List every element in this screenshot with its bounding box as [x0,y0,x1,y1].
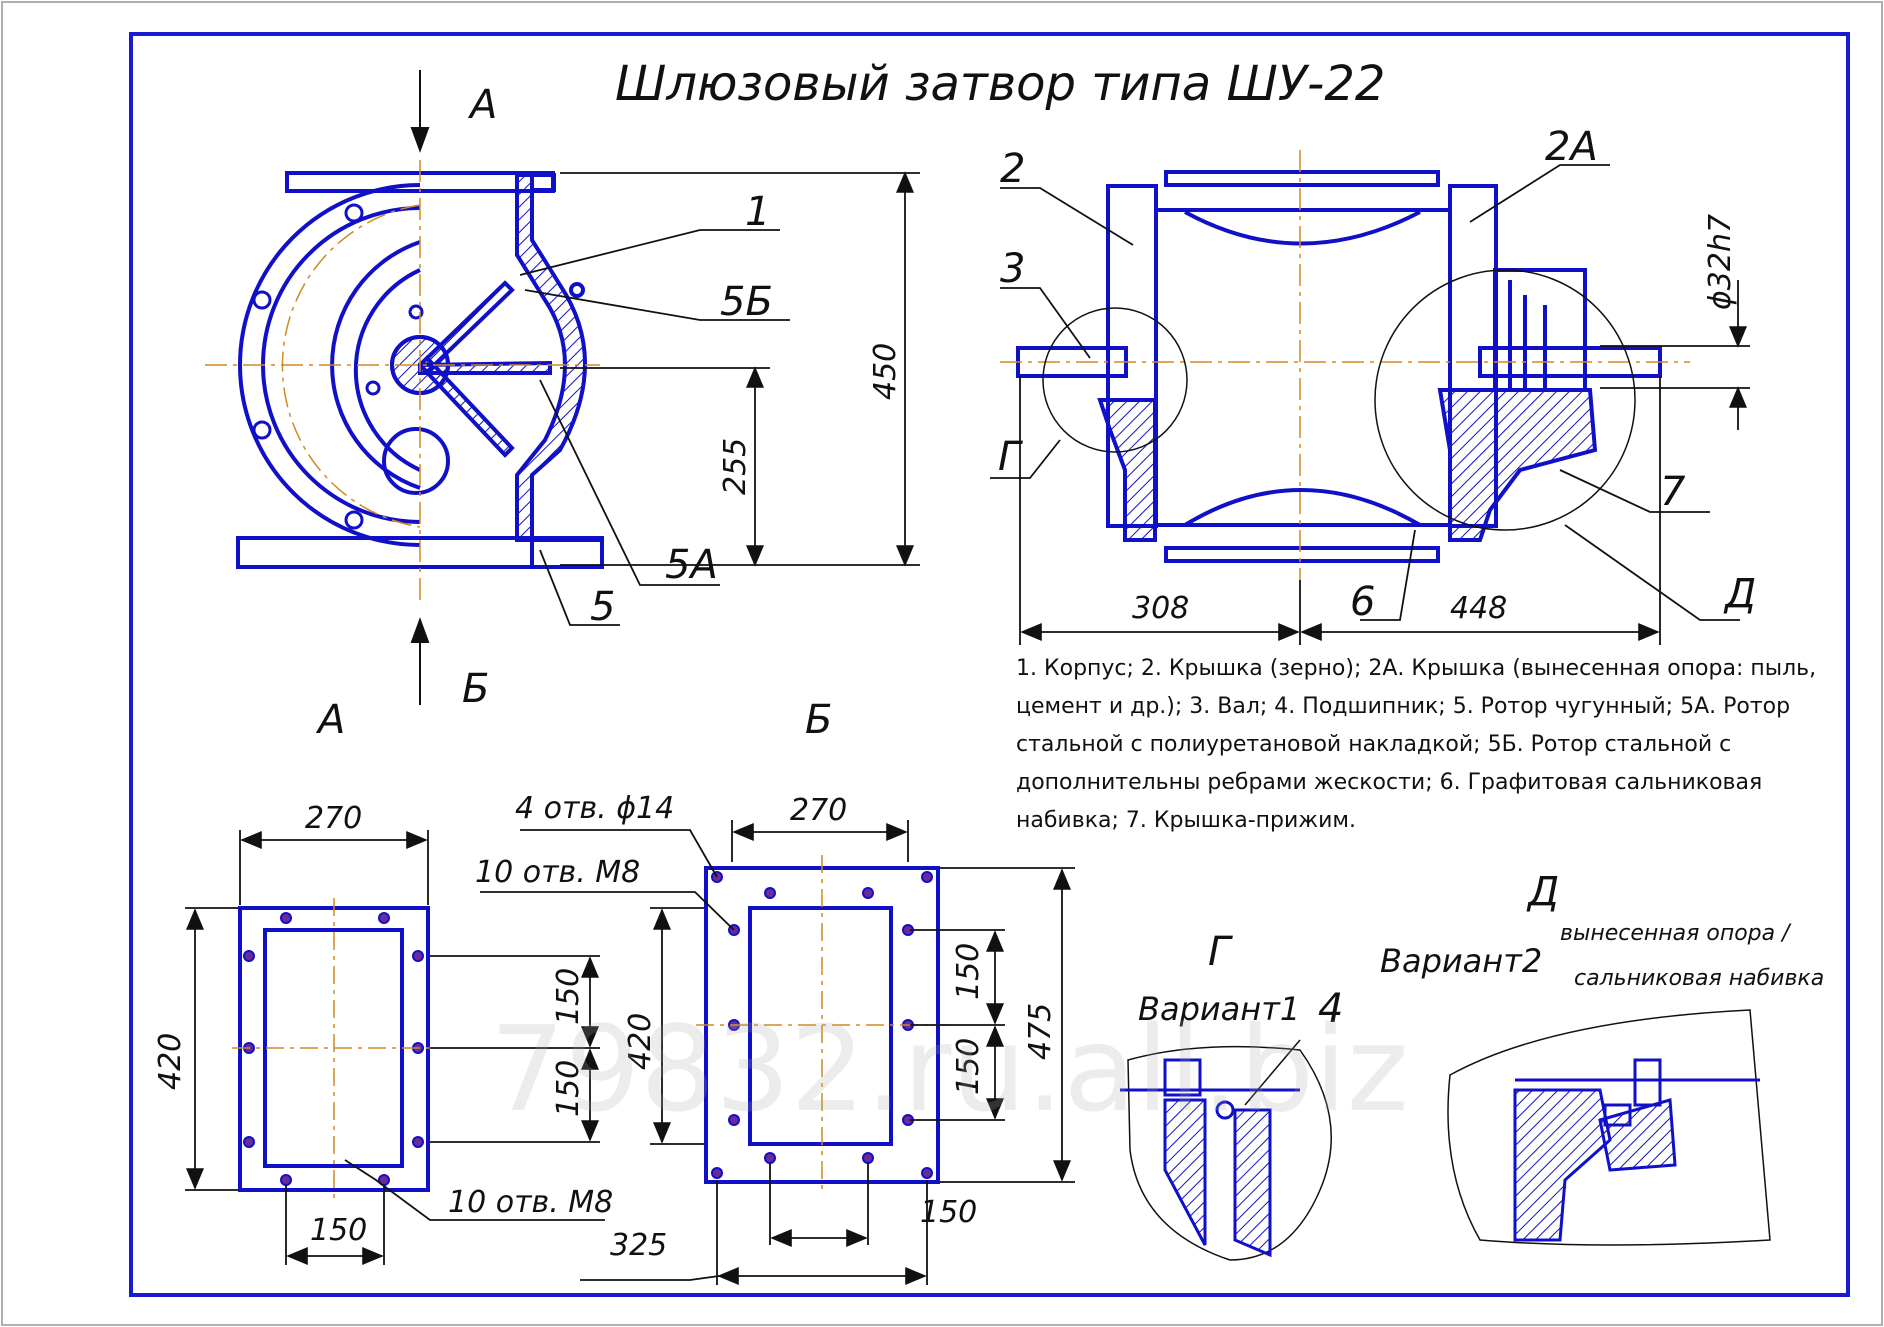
left-view-axes [205,160,600,600]
dim-a-150-bottom: 150 [551,1060,586,1117]
detail-d-label: Д [1526,869,1559,915]
left-view-bolt-circle [281,204,421,528]
right-view-leaders [990,164,1740,621]
callout-5a: 5А [665,542,718,588]
detail-g-circle [1042,307,1188,453]
view-b-holes [711,871,933,1179]
view-a-label: А [315,697,345,743]
view-a-dims [185,830,605,1265]
legend-line: 1. Корпус; 2. Крышка (зерно); 2А. Крышка… [1016,656,1817,681]
callout-7: 7 [1660,469,1686,515]
variant2-note-1: вынесенная опора / [1560,921,1792,946]
right-side-view [1016,170,1662,563]
legend-box: 1. Корпус; 2. Крышка (зерно); 2А. Крышка… [1016,656,1817,833]
right-view-axes [1000,150,1690,580]
dim-450: 450 [868,343,903,400]
section-arrows [410,70,430,705]
variant1-label: Вариант1 [1138,990,1300,1028]
legend-line: цемент и др.); 3. Вал; 4. Подшипник; 5. … [1016,694,1791,719]
legend-line: набивка; 7. Крышка-прижим. [1016,808,1357,833]
callout-2: 2 [1000,146,1025,192]
view-b-dims [480,820,1075,1285]
detail-g-drawing [1120,1039,1332,1261]
callout-5b: 5Б [720,279,773,325]
left-view-dims [560,171,920,567]
dim-b-150-horiz: 150 [920,1195,977,1230]
dim-a-150-horiz: 150 [310,1213,367,1248]
detail-d-circle [1374,269,1636,531]
dim-a-150-top: 150 [551,968,586,1025]
variant2-label: Вариант2 [1380,942,1542,980]
dim-b-270: 270 [790,793,847,828]
dim-shaft-dia: ϕ32h7 [1703,214,1738,310]
view-a-axes [232,898,436,1200]
dim-b-150-top: 150 [951,943,986,1000]
inner-border [129,32,1850,1297]
dim-b-420: 420 [623,1013,658,1070]
view-b-axes [696,855,950,1195]
dim-a-holes: 10 отв. М8 [448,1185,613,1220]
legend-line: стальной с полиуретановой накладкой; 5Б.… [1016,732,1732,757]
detail-d-drawing [1447,1009,1771,1246]
dim-b-holes-14: 4 отв. ϕ14 [515,791,674,826]
dim-308: 308 [1132,591,1189,626]
callout-4: 4 [1318,986,1343,1032]
dim-a-270: 270 [305,801,362,836]
detail-d-circle-label: Д [1723,571,1756,617]
callout-6: 6 [1350,579,1375,625]
watermark: 79832.ru.all.biz [490,1000,1409,1138]
dim-448: 448 [1450,591,1507,626]
callout-5: 5 [590,584,615,630]
detail-g-circle-label: Г [998,434,1023,480]
legend-line: дополнительны ребрами жескости; 6. Графи… [1016,770,1763,795]
detail-g-label: Г [1208,929,1233,975]
dim-b-325: 325 [610,1228,667,1263]
section-a-label: А [467,82,497,128]
section-b-label: Б [462,666,489,712]
dim-255: 255 [718,438,753,495]
callout-2a: 2А [1545,124,1598,170]
callout-3: 3 [1000,246,1025,292]
right-view-dims [1019,280,1750,645]
dim-b-150-bottom: 150 [951,1038,986,1095]
view-b-label: Б [805,697,832,743]
dim-b-holes-m8: 10 отв. М8 [475,855,640,890]
left-view-bolts [252,203,424,530]
callout-1: 1 [745,189,770,235]
left-view-leaders [519,229,790,626]
dim-b-475: 475 [1023,1003,1058,1060]
variant2-note-2: сальниковая набивка [1574,966,1824,991]
drawing-title: Шлюзовый затвор типа ШУ-22 [615,56,1385,112]
dim-a-420: 420 [153,1033,188,1090]
